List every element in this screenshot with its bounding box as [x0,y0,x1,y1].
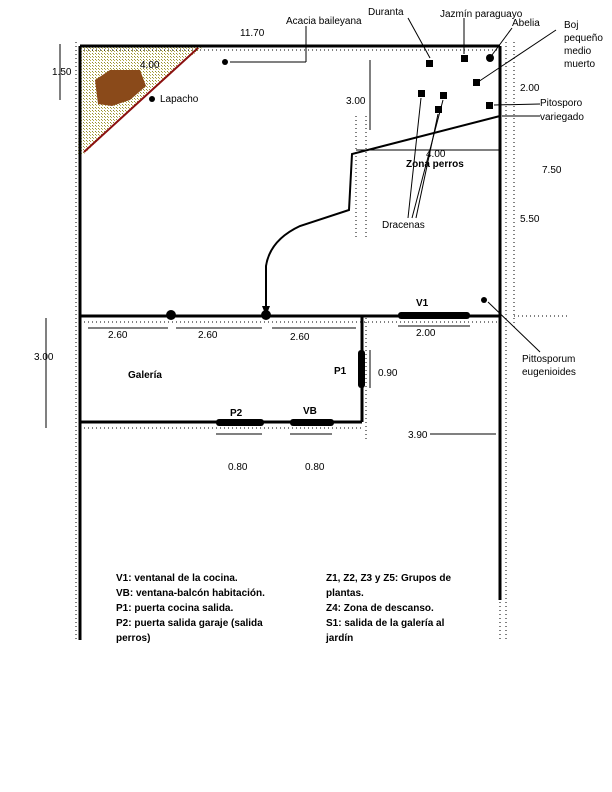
dim-right-b: 7.50 [542,165,562,176]
dim-p2: 0.80 [228,462,248,473]
legend-right-line: S1: salida de la galería al [326,618,445,629]
label-vb: VB [303,406,317,417]
label-dracenas: Dracenas [382,220,425,231]
legend-left: V1: ventanal de la cocina. VB: ventana-b… [116,573,265,644]
v1-window [398,312,470,319]
openings [166,310,470,426]
dim-galeria-width: 3.90 [408,430,428,441]
acacia-marker [222,59,228,65]
label-boj-2: pequeño [564,33,603,44]
vb-window [290,419,334,426]
legend-left-line: P2: puerta salida garaje (salida [116,618,263,629]
p1-door [358,350,365,388]
legend-right-line: plantas. [326,588,364,599]
dracena-marker-3 [435,106,442,113]
legend-right-line: Z1, Z2, Z3 y Z5: Grupos de [326,573,451,584]
dim-top-width: 11.70 [240,28,265,39]
dim-left-top: 1.50 [52,67,72,78]
label-jazmin: Jazmín paraguayo [440,9,523,20]
label-pittosporum-2: eugenioides [522,367,576,378]
dim-right-550: 5.50 [520,214,540,225]
pittosporum-marker [481,297,487,303]
legend-left-line: V1: ventanal de la cocina. [116,573,238,584]
plant-markers [149,54,494,303]
dimension-labels: 11.70 1.50 4.00 2.00 7.50 3.00 4.00 5.50… [34,28,562,473]
legend-left-line: P1: puerta cocina salida. [116,603,233,614]
legend-right: Z1, Z2, Z3 y Z5: Grupos de plantas. Z4: … [325,573,451,644]
dim-vb: 0.80 [305,462,325,473]
label-p1: P1 [334,366,347,377]
label-galeria: Galería [128,370,162,381]
legend-right-line: jardín [325,633,353,644]
dim-seg-c: 2.60 [290,332,310,343]
construction-lines [75,42,570,640]
dracena-marker-2 [440,92,447,99]
abelia-marker [486,54,494,62]
label-acacia: Acacia baileyana [286,16,362,27]
duranta-marker [426,60,433,67]
dim-left-galeria: 3.00 [34,352,54,363]
dim-p1: 0.90 [378,368,398,379]
dim-top-4: 4.00 [140,60,160,71]
zone-labels: Zona perros Galería V1 P1 P2 VB [128,159,464,419]
dim-zona-4: 4.00 [426,149,446,160]
pitosporo-marker [486,102,493,109]
label-p2: P2 [230,408,243,419]
dim-right-a: 2.00 [520,83,540,94]
p2-door [216,419,264,426]
boj-marker [473,79,480,86]
leader-lines [45,17,557,435]
dog-zone-fence [265,115,501,312]
label-boj-4: muerto [564,59,596,70]
jazmin-marker [461,55,468,62]
label-zona-perros: Zona perros [406,159,464,170]
label-v1: V1 [416,298,429,309]
acacia-vegetation [78,46,205,154]
dracena-marker-1 [418,90,425,97]
label-boj-1: Boj [564,20,578,31]
label-boj-3: medio [564,46,592,57]
walls [78,44,502,640]
legend-left-line: VB: ventana-balcón habitación. [116,588,265,599]
label-pitosporo-2: variegado [540,112,584,123]
dim-v1: 2.00 [416,328,436,339]
label-pitosporo-1: Pitosporo [540,98,583,109]
dim-seg-a: 2.60 [108,330,128,341]
legend-right-line: Z4: Zona de descanso. [326,603,434,614]
label-pittosporum-1: Pittosporum [522,354,575,365]
dim-mid-3: 3.00 [346,96,366,107]
label-lapacho: Lapacho [160,94,199,105]
plant-labels: Acacia baileyana Duranta Jazmín paraguay… [160,7,603,378]
label-abelia: Abelia [512,18,540,29]
dim-seg-b: 2.60 [198,330,218,341]
legend-left-line: perros) [116,633,150,644]
lapacho-marker [149,96,155,102]
label-duranta: Duranta [368,7,404,18]
